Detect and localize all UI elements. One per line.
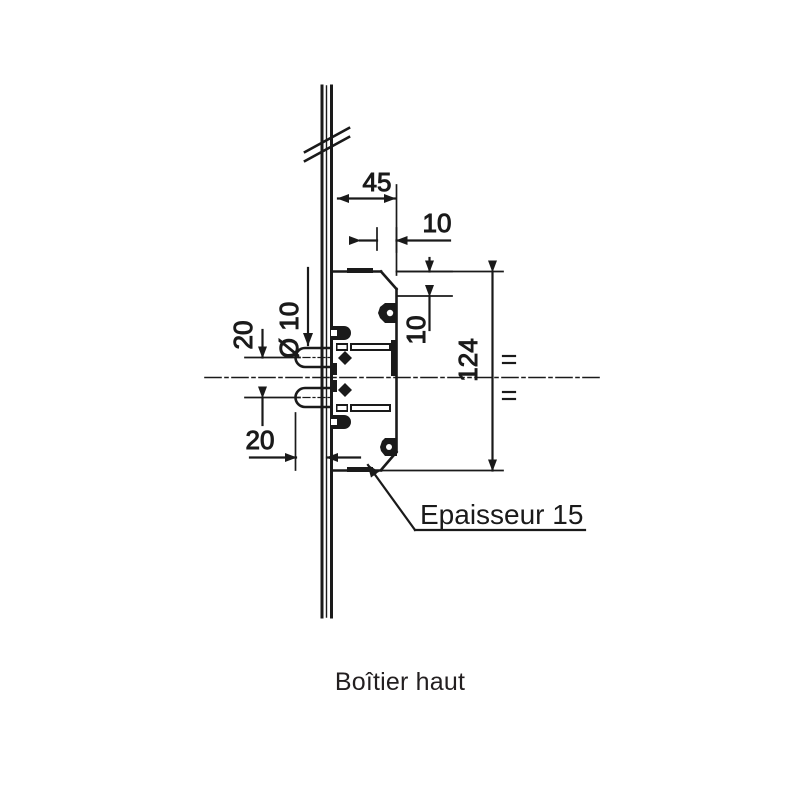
rail-fittings [331, 326, 352, 429]
dimension-10-vertical-label: 10 [401, 316, 431, 345]
dimension-124 [380, 260, 504, 472]
case-lugs [378, 303, 397, 456]
dimension-45 [336, 184, 398, 276]
faceplate-tabs [347, 268, 373, 472]
dimension-124-label: 124 [453, 338, 483, 381]
dimension-20-lower [248, 412, 362, 471]
diameter-bolt-label: Ø 10 [274, 302, 304, 358]
dimension-10-top [349, 227, 452, 253]
break-mark-icon [303, 126, 351, 163]
door-rail-profile [320, 84, 333, 619]
dimension-20-upper [244, 328, 301, 427]
thickness-leader [366, 463, 587, 532]
case-internal-slots [336, 343, 391, 412]
dimension-45-label: 45 [363, 167, 392, 197]
dimension-20-lower-label: 20 [246, 425, 275, 455]
dimension-20-upper-label: 20 [228, 321, 258, 350]
thickness-note-label: Epaisseur 15 [420, 499, 583, 530]
symmetry-marks [501, 354, 517, 401]
figure-caption: Boîtier haut [334, 668, 466, 696]
dimension-10-top-label: 10 [423, 208, 452, 238]
